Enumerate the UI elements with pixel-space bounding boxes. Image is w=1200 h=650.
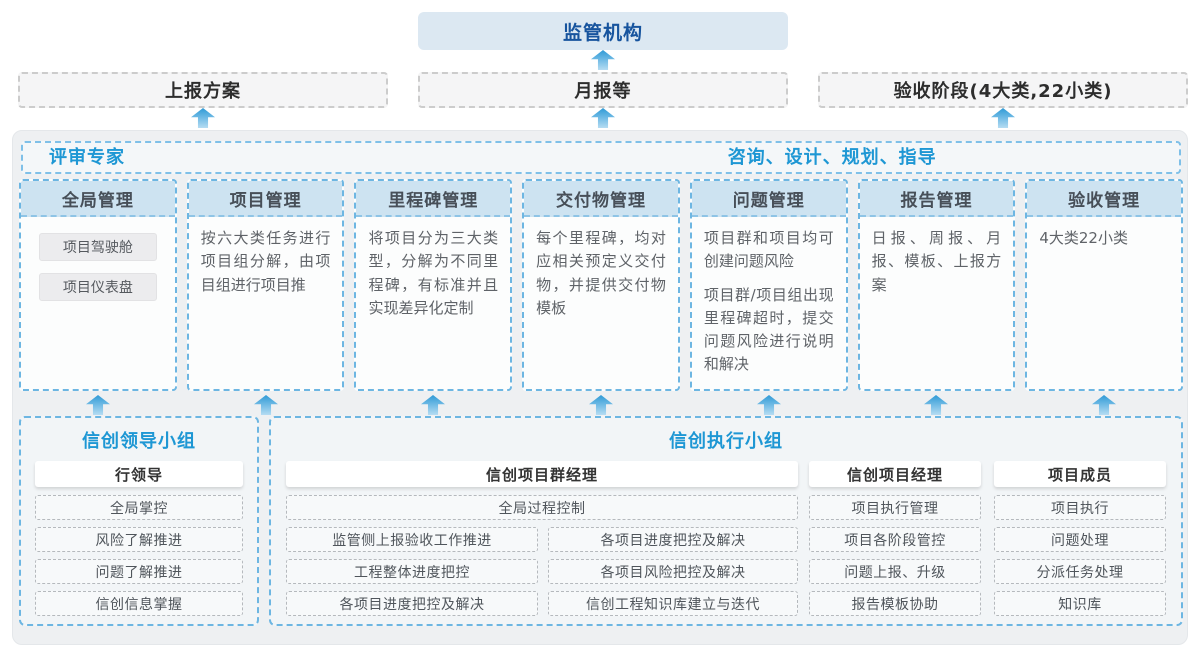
up-arrow-icon <box>924 395 948 415</box>
role-label: 项目成员 <box>1047 465 1112 484</box>
role-label: 行领导 <box>114 465 163 484</box>
duty-item: 各项目风险把控及解决 <box>548 559 798 584</box>
column-paragraph: 按六大类任务进行项目组分解，由项目组进行项目推 <box>200 229 331 294</box>
duty-item: 项目执行管理 <box>809 495 981 520</box>
expert-roles-strip: 评审专家 咨询、设计、规划、指导 <box>21 141 1181 174</box>
role-label: 信创项目群经理 <box>485 465 598 484</box>
column-paragraph: 项目群和项目均可创建问题风险 <box>703 229 834 271</box>
up-arrow-icon <box>757 395 781 415</box>
duty-item: 问题上报、升级 <box>809 559 981 584</box>
duty-item: 全局掌控 <box>35 495 243 520</box>
xinchuang-leadership-group: 信创领导小组 行领导 全局掌控 风险了解推进 问题了解推进 信创信息掌握 <box>19 416 259 626</box>
group-title: 信创执行小组 <box>669 431 783 452</box>
duty-item: 报告模板协助 <box>809 591 981 616</box>
regulator-box: 监管机构 <box>418 12 788 50</box>
duty-item: 风险了解推进 <box>35 527 243 552</box>
duty-item: 全局过程控制 <box>286 495 798 520</box>
column-milestone-management: 里程碑管理 将项目分为三大类型，分解为不同里程碑，有标准并且实现差异化定制 <box>354 179 513 391</box>
group-title: 信创领导小组 <box>82 431 196 452</box>
up-arrow-icon <box>254 395 278 415</box>
column-body: 项目驾驶舱 项目仪表盘 <box>21 217 175 323</box>
column-body: 将项目分为三大类型，分解为不同里程碑，有标准并且实现差异化定制 <box>356 217 510 340</box>
project-cockpit-tag: 项目驾驶舱 <box>38 233 157 261</box>
duty-item: 问题了解推进 <box>35 559 243 584</box>
column-title: 报告管理 <box>859 181 1014 217</box>
column-paragraph: 将项目分为三大类型，分解为不同里程碑，有标准并且实现差异化定制 <box>368 229 499 317</box>
column-body: 项目群和项目均可创建问题风险 项目群/项目组出现里程碑超时，提交问题风险进行说明… <box>692 217 846 389</box>
column-acceptance-management: 验收管理 4大类22小类 <box>1025 179 1184 391</box>
column-paragraph: 项目群/项目组出现里程碑超时，提交问题风险进行说明和解决 <box>703 285 834 374</box>
up-arrow-icon <box>589 395 613 415</box>
column-deliverable-management: 交付物管理 每个里程碑，均对应相关预定义交付物，并提供交付物模板 <box>522 179 680 391</box>
up-arrow-icon <box>1092 395 1116 415</box>
column-body: 日报、周报、月报、模板、上报方案 <box>860 217 1014 317</box>
column-body: 按六大类任务进行项目组分解，由项目组进行项目推 <box>189 217 343 317</box>
column-title: 全局管理 <box>21 181 175 217</box>
xinchuang-execution-group: 信创执行小组 信创项目群经理 全局过程控制 监管侧上报验收工作推进 工程整体进度… <box>269 416 1183 626</box>
platform-container: 评审专家 咨询、设计、规划、指导 全局管理 项目驾驶舱 项目仪表盘 项目管理 按… <box>12 130 1188 645</box>
column-body: 4大类22小类 <box>1027 217 1181 270</box>
review-experts-label: 评审专家 <box>49 147 125 168</box>
duty-item: 知识库 <box>994 591 1166 616</box>
consulting-design-label: 咨询、设计、规划、指导 <box>727 147 937 168</box>
duty-item: 信创工程知识库建立与迭代 <box>548 591 798 616</box>
up-arrow-icon <box>991 108 1015 128</box>
program-manager-role: 信创项目群经理 <box>286 461 798 487</box>
column-title: 里程碑管理 <box>356 181 511 217</box>
up-arrow-icon <box>591 50 615 70</box>
duty-item: 项目执行 <box>994 495 1166 520</box>
up-arrow-icon <box>591 108 615 128</box>
role-label: 信创项目经理 <box>846 465 943 484</box>
project-manager-role: 信创项目经理 <box>809 461 981 487</box>
column-paragraph: 4大类22小类 <box>1039 229 1128 247</box>
channel-acceptance-phase: 验收阶段(4大类,22小类) <box>818 72 1188 108</box>
duty-item: 问题处理 <box>994 527 1166 552</box>
duty-item: 信创信息掌握 <box>35 591 243 616</box>
up-arrow-icon <box>191 108 215 128</box>
duty-item: 各项目进度把控及解决 <box>548 527 798 552</box>
channel-label: 上报方案 <box>165 81 241 102</box>
column-title: 交付物管理 <box>524 181 678 217</box>
column-report-management: 报告管理 日报、周报、月报、模板、上报方案 <box>857 179 1016 391</box>
project-dashboard-tag: 项目仪表盘 <box>38 273 157 301</box>
duty-item: 工程整体进度把控 <box>286 559 538 584</box>
column-body: 每个里程碑，均对应相关预定义交付物，并提供交付物模板 <box>524 217 678 340</box>
column-project-management: 项目管理 按六大类任务进行项目组分解，由项目组进行项目推 <box>186 179 345 391</box>
project-member-role: 项目成员 <box>994 461 1166 487</box>
column-title: 项目管理 <box>188 181 343 217</box>
column-paragraph: 每个里程碑，均对应相关预定义交付物，并提供交付物模板 <box>536 229 666 317</box>
duty-item: 监管侧上报验收工作推进 <box>286 527 538 552</box>
regulator-label: 监管机构 <box>562 21 643 44</box>
duty-item: 分派任务处理 <box>994 559 1166 584</box>
column-issue-management: 问题管理 项目群和项目均可创建问题风险 项目群/项目组出现里程碑超时，提交问题风… <box>689 179 848 391</box>
column-paragraph: 日报、周报、月报、模板、上报方案 <box>871 229 1002 294</box>
duty-item: 各项目进度把控及解决 <box>286 591 538 616</box>
channel-label: 验收阶段(4大类,22小类) <box>893 81 1113 102</box>
up-arrow-icon <box>86 395 110 415</box>
duty-item: 项目各阶段管控 <box>809 527 981 552</box>
up-arrow-icon <box>421 395 445 415</box>
management-columns: 全局管理 项目驾驶舱 项目仪表盘 项目管理 按六大类任务进行项目组分解，由项目组… <box>19 179 1184 391</box>
column-title: 问题管理 <box>691 181 846 217</box>
column-global-management: 全局管理 项目驾驶舱 项目仪表盘 <box>19 179 177 391</box>
bank-leader-role: 行领导 <box>35 461 243 487</box>
channel-monthly-report: 月报等 <box>418 72 788 108</box>
channel-report-plan: 上报方案 <box>18 72 388 108</box>
channel-label: 月报等 <box>574 81 632 102</box>
column-title: 验收管理 <box>1027 181 1182 217</box>
